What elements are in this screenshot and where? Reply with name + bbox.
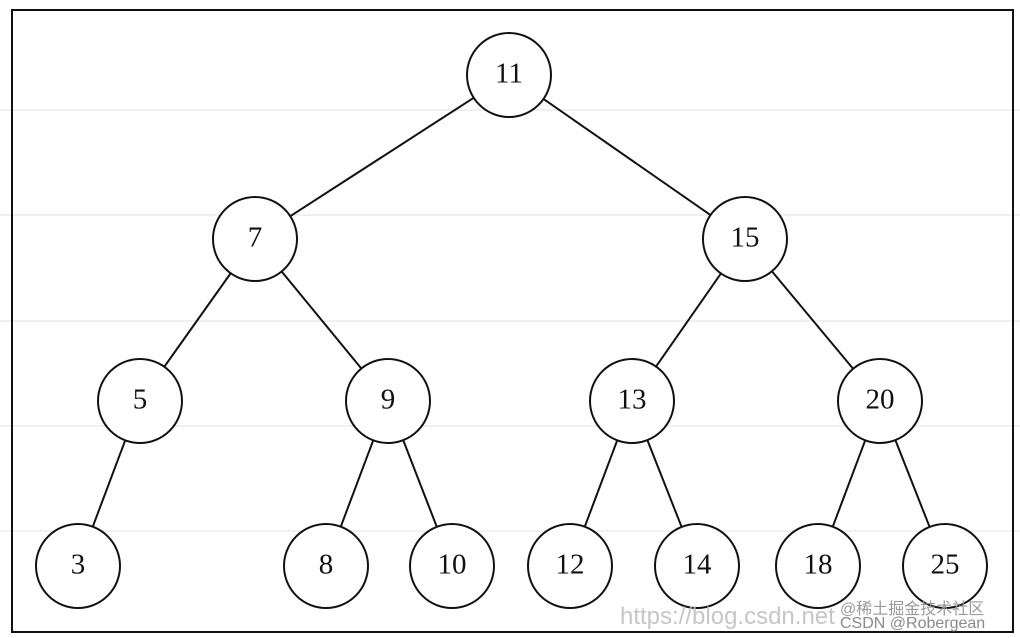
- tree-node-15: 15: [702, 196, 788, 282]
- diagram-frame: [11, 9, 1014, 633]
- node-circle: [409, 523, 495, 609]
- edge-n20-n25: [894, 439, 931, 528]
- tree-node-13: 13: [589, 358, 675, 444]
- node-label: 7: [248, 222, 263, 254]
- edge-n9-n10: [402, 439, 438, 528]
- node-circle: [35, 523, 121, 609]
- edge-n15-n13: [655, 272, 722, 368]
- edge-n13-n12: [583, 439, 619, 528]
- node-circle: [97, 358, 183, 444]
- edge-n15-n20: [771, 270, 854, 370]
- tree-node-25: 25: [902, 523, 988, 609]
- edge-n5-n3: [91, 439, 127, 528]
- tree-node-3: 3: [35, 523, 121, 609]
- node-circle: [212, 196, 298, 282]
- tree-node-14: 14: [654, 523, 740, 609]
- node-label: 15: [731, 222, 760, 254]
- tree-node-9: 9: [345, 358, 431, 444]
- node-label: 5: [133, 384, 148, 416]
- node-circle: [837, 358, 923, 444]
- node-circle: [527, 523, 613, 609]
- author-watermark: CSDN @Robergean: [840, 615, 985, 632]
- node-label: 9: [381, 384, 396, 416]
- node-circle: [702, 196, 788, 282]
- node-label: 25: [931, 549, 960, 581]
- watermarks: https://blog.csdn.net @稀土掘金技术社区 CSDN @Ro…: [620, 600, 985, 632]
- node-circle: [902, 523, 988, 609]
- edge-n11-n7: [289, 96, 475, 218]
- node-circle: [283, 523, 369, 609]
- edge-n13-n14: [646, 439, 683, 528]
- tree-node-12: 12: [527, 523, 613, 609]
- tree-node-8: 8: [283, 523, 369, 609]
- node-label: 20: [866, 384, 895, 416]
- node-circle: [654, 523, 740, 609]
- node-label: 11: [495, 58, 523, 90]
- node-label: 8: [319, 549, 334, 581]
- edge-n7-n5: [163, 272, 232, 368]
- node-label: 10: [438, 549, 467, 581]
- edge-n7-n9: [280, 270, 363, 370]
- tree-edges: [91, 96, 931, 528]
- node-label: 3: [71, 549, 86, 581]
- node-label: 12: [556, 549, 585, 581]
- tree-node-20: 20: [837, 358, 923, 444]
- edge-n9-n8: [339, 439, 375, 528]
- node-label: 14: [683, 549, 713, 581]
- node-circle: [775, 523, 861, 609]
- node-label: 13: [618, 384, 647, 416]
- tree-node-18: 18: [775, 523, 861, 609]
- node-circle: [589, 358, 675, 444]
- node-label: 18: [804, 549, 833, 581]
- node-circle: [466, 32, 552, 118]
- url-watermark: https://blog.csdn.net: [620, 603, 835, 630]
- tree-node-5: 5: [97, 358, 183, 444]
- community-watermark: @稀土掘金技术社区: [840, 600, 984, 618]
- guide-lines: [0, 109, 1020, 532]
- edge-n11-n15: [542, 98, 712, 216]
- tree-node-10: 10: [409, 523, 495, 609]
- tree-nodes: 11 7 15 5 9 13 20 3 8 10 12 14 18 25: [35, 32, 988, 609]
- tree-node-7: 7: [212, 196, 298, 282]
- tree-node-11: 11: [466, 32, 552, 118]
- node-circle: [345, 358, 431, 444]
- edge-n20-n18: [831, 439, 867, 528]
